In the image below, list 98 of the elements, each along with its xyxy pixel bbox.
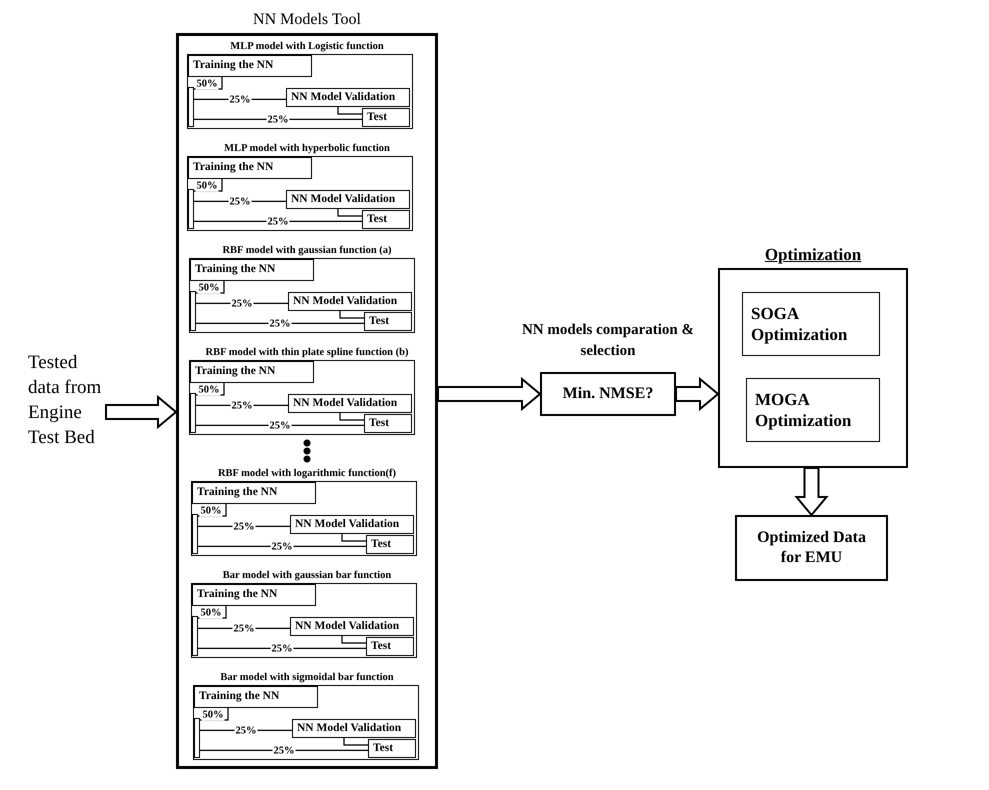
process-box: NN Model Validation: [292, 719, 416, 738]
edge-label: 50%: [196, 78, 218, 90]
connector-line: [198, 546, 366, 547]
edge-label: 25%: [268, 318, 292, 330]
process-box: NN Model Validation: [288, 292, 412, 311]
process-box: NN Model Validation: [290, 617, 414, 636]
process-box: Training the NN: [192, 482, 316, 504]
edge-label: 25%: [266, 216, 290, 228]
block-arrow: [437, 376, 542, 412]
process-box: Test: [368, 739, 416, 758]
edge-label: 25%: [230, 400, 254, 412]
edge-label: 25%: [232, 624, 256, 635]
process-box: Test: [366, 535, 414, 554]
process-box: Min. NMSE?: [540, 372, 676, 416]
process-box: Test: [362, 108, 410, 127]
split-bar: [188, 87, 194, 127]
model-box: [187, 54, 413, 129]
model-box: [187, 156, 413, 231]
process-box: Training the NN: [194, 686, 318, 708]
split-bar: [194, 718, 200, 758]
process-box: Training the NN: [188, 55, 312, 77]
edge-label: 50%: [202, 710, 224, 720]
connector-line: [339, 413, 364, 421]
process-box: Training the NN: [188, 157, 312, 179]
split-bar: [190, 393, 196, 433]
edge-label: 25%: [234, 726, 258, 737]
connector-line: [196, 281, 225, 294]
heading: RBF model with gaussian function (a): [222, 244, 392, 258]
model-box: [191, 583, 417, 658]
heading: MLP model with Logistic function: [230, 40, 384, 54]
block-arrow: [675, 376, 720, 412]
edge-label: 25%: [230, 298, 254, 310]
connector-line: [200, 750, 368, 751]
tool-panel: [176, 33, 438, 769]
block-arrow: [794, 467, 829, 517]
process-box: Test: [364, 414, 412, 433]
connector-line: [198, 504, 227, 517]
process-box: Training the NN: [190, 259, 314, 281]
model-box: [193, 685, 419, 760]
process-box: NN Model Validation: [288, 394, 412, 413]
caption-text: NN models comparation & selection: [520, 321, 696, 361]
edge-label: 50%: [200, 608, 222, 618]
heading: Bar model with gaussian bar function: [222, 569, 392, 583]
connector-line: [343, 738, 368, 746]
edge-label: 25%: [270, 644, 294, 655]
connector-line: [194, 118, 362, 120]
process-box: Optimized Data for EMU: [735, 515, 888, 581]
edge-label: 25%: [266, 114, 290, 126]
input-text: Tested data from Engine Test Bed: [28, 350, 106, 474]
process-box: MOGA Optimization: [746, 378, 880, 442]
connector-line: [341, 636, 366, 644]
connector-line: [337, 107, 362, 115]
edge-label: 25%: [268, 420, 292, 432]
connector-line: [198, 606, 227, 619]
split-bar: [192, 616, 198, 656]
connector-line: [196, 424, 364, 426]
edge-label: 25%: [270, 542, 294, 553]
heading: Optimization: [764, 244, 862, 266]
process-box: Test: [364, 312, 412, 331]
edge-label: 50%: [200, 506, 222, 516]
connector-line: [196, 322, 364, 324]
split-bar: [192, 514, 198, 554]
connector-line: [339, 311, 364, 319]
edge-label: 50%: [198, 282, 220, 294]
model-box: [191, 481, 417, 556]
connector-line: [194, 77, 223, 90]
connector-line: [198, 648, 366, 649]
connector-line: [341, 534, 366, 542]
heading: MLP model with hyperbolic function: [224, 142, 390, 156]
process-box: NN Model Validation: [290, 515, 414, 534]
edge-label: 25%: [272, 746, 296, 757]
connector-line: [196, 383, 225, 396]
connector-line: [194, 220, 362, 222]
model-box: [189, 360, 415, 435]
connector-line: [200, 708, 229, 721]
split-bar: [188, 189, 194, 229]
process-box: NN Model Validation: [286, 190, 410, 209]
connector-line: [194, 179, 223, 192]
connector-line: [337, 209, 362, 217]
heading: RBF model with logarithmic function(f): [218, 467, 396, 481]
process-box: Training the NN: [190, 361, 314, 383]
edge-label: 25%: [228, 94, 252, 106]
heading: RBF model with thin plate spline function (b): [206, 346, 408, 360]
edge-label: 50%: [198, 384, 220, 396]
block-arrow: [105, 394, 178, 430]
process-box: NN Model Validation: [286, 88, 410, 107]
split-bar: [190, 291, 196, 331]
optimization-panel: [718, 268, 908, 468]
process-box: Training the NN: [192, 584, 316, 606]
edge-label: 50%: [196, 180, 218, 192]
process-box: Test: [366, 637, 414, 656]
process-box: Test: [362, 210, 410, 229]
heading: Bar model with sigmoidal bar function: [220, 671, 394, 685]
model-box: [189, 258, 415, 333]
heading: NN Models Tool: [253, 10, 361, 30]
edge-label: 25%: [232, 522, 256, 533]
process-box: SOGA Optimization: [742, 292, 880, 356]
edge-label: 25%: [228, 196, 252, 208]
